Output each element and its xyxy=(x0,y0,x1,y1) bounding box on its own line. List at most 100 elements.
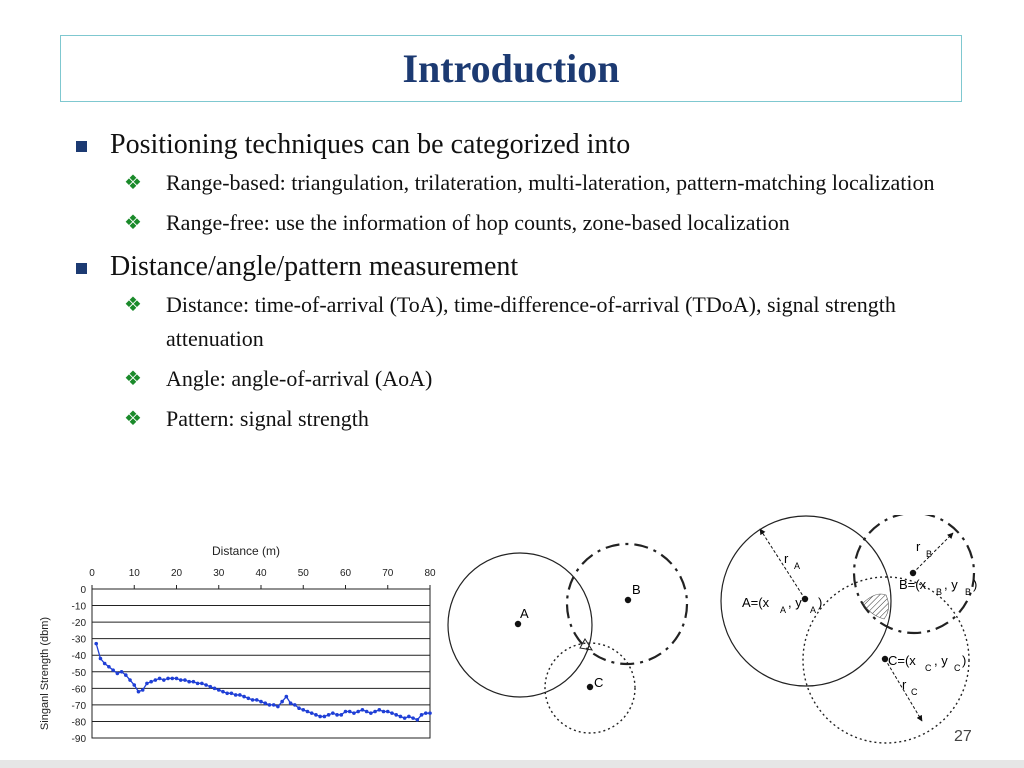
label-b-coords: B=(x B , y B ) xyxy=(899,577,977,597)
data-point xyxy=(352,711,356,715)
data-point xyxy=(128,678,132,682)
data-point xyxy=(102,661,107,666)
b-coord-2: B xyxy=(936,587,942,597)
y-tick-label: -50 xyxy=(72,668,87,679)
sub-bullet-text: Range-based: triangulation, trilateratio… xyxy=(166,170,935,195)
circle-b xyxy=(852,515,976,635)
radius-b-arrow xyxy=(912,532,954,574)
label-r-a: r A xyxy=(784,551,800,571)
data-point xyxy=(221,689,225,694)
a-coord-4: A xyxy=(810,605,816,615)
y-tick-label: -80 xyxy=(72,717,87,728)
square-bullet-icon xyxy=(76,263,87,274)
diamond-bullet-icon: ❖ xyxy=(124,366,142,390)
data-point xyxy=(204,683,208,687)
data-point xyxy=(419,713,424,717)
sub-bullet: ❖ Range-free: use the information of hop… xyxy=(72,206,952,240)
x-tick-label: 20 xyxy=(171,568,183,579)
trilateration-diagram-2: r A A=(x A , y A ) r B B=(x B , y B ) C=… xyxy=(720,515,977,744)
data-point xyxy=(381,709,386,714)
y-tick-label: -40 xyxy=(72,651,87,662)
point-b xyxy=(909,569,917,577)
data-point xyxy=(331,711,335,715)
r-a-r: r xyxy=(784,551,789,566)
data-point xyxy=(394,713,399,717)
data-point xyxy=(293,703,297,707)
data-point xyxy=(423,711,428,715)
data-point xyxy=(411,716,415,720)
radius-a-arrow xyxy=(759,528,806,600)
data-point xyxy=(174,676,179,681)
data-point xyxy=(339,713,344,717)
slide-title: Introduction xyxy=(402,46,620,91)
data-point xyxy=(183,678,187,682)
a-coord-2: A xyxy=(780,605,786,615)
data-point xyxy=(149,679,153,684)
point-b xyxy=(624,596,632,604)
circle-a xyxy=(720,515,892,687)
footer-bar xyxy=(0,760,1024,768)
data-point xyxy=(326,713,331,717)
plot-area xyxy=(91,588,431,739)
sub-bullet: ❖ Distance: time-of-arrival (ToA), time-… xyxy=(72,288,952,356)
point-a xyxy=(801,595,809,603)
data-point xyxy=(267,703,272,707)
c-coord-3: , y xyxy=(934,653,948,668)
sub-bullet: ❖ Range-based: triangulation, trilaterat… xyxy=(72,166,952,200)
data-point xyxy=(271,703,276,707)
data-point xyxy=(195,681,200,686)
data-point xyxy=(191,679,196,684)
intersection-triangle xyxy=(579,638,594,651)
y-tick-label: -60 xyxy=(72,684,87,695)
sub-bullet-text: Pattern: signal strength xyxy=(166,406,369,431)
data-point xyxy=(428,711,432,715)
data-point xyxy=(385,709,390,714)
x-tick-label: 80 xyxy=(424,568,436,579)
data-point xyxy=(111,668,115,672)
bullet-list: Positioning techniques can be categorize… xyxy=(72,128,952,446)
b-coord-3: , y xyxy=(944,577,958,592)
data-point xyxy=(335,713,339,717)
a-coord-5: ) xyxy=(818,595,822,610)
x-tick-label: 0 xyxy=(89,568,95,579)
data-point xyxy=(373,709,377,714)
data-point xyxy=(124,673,128,677)
data-point xyxy=(98,656,103,661)
radius-c-arrow xyxy=(884,658,923,722)
data-point xyxy=(402,716,407,720)
data-point xyxy=(107,665,111,669)
data-point xyxy=(318,714,322,719)
c-coord-1: C=(x xyxy=(888,653,916,668)
y-tick-label: -30 xyxy=(72,635,87,646)
data-point xyxy=(297,706,301,710)
data-point xyxy=(305,709,310,714)
label-r-c: r C xyxy=(902,677,918,697)
bullet-level1: Positioning techniques can be categorize… xyxy=(72,128,952,162)
data-point xyxy=(369,711,373,715)
data-point xyxy=(314,713,318,717)
data-point xyxy=(390,711,394,715)
data-point xyxy=(225,691,229,696)
a-coord-3: , y xyxy=(788,595,802,610)
square-bullet-icon xyxy=(76,141,87,152)
circle-b xyxy=(565,542,689,666)
x-tick-label: 50 xyxy=(298,568,310,579)
diamond-bullet-icon: ❖ xyxy=(124,406,142,430)
sub-bullet: ❖ Pattern: signal strength xyxy=(72,402,952,436)
data-point xyxy=(162,678,166,682)
diamond-bullet-icon: ❖ xyxy=(124,210,142,234)
circle-c xyxy=(544,642,636,734)
data-point xyxy=(254,698,259,702)
r-b-r: r xyxy=(916,539,921,554)
c-coord-4: C xyxy=(954,663,961,673)
sub-bullet-text: Angle: angle-of-arrival (AoA) xyxy=(166,366,433,391)
point-c xyxy=(586,683,594,691)
label-c: C xyxy=(594,675,603,690)
data-point xyxy=(145,681,149,686)
c-coord-5: ) xyxy=(962,653,966,668)
data-point xyxy=(157,676,162,681)
x-tick-label: 30 xyxy=(213,568,225,579)
label-b: B xyxy=(632,582,641,597)
data-point xyxy=(132,683,137,687)
